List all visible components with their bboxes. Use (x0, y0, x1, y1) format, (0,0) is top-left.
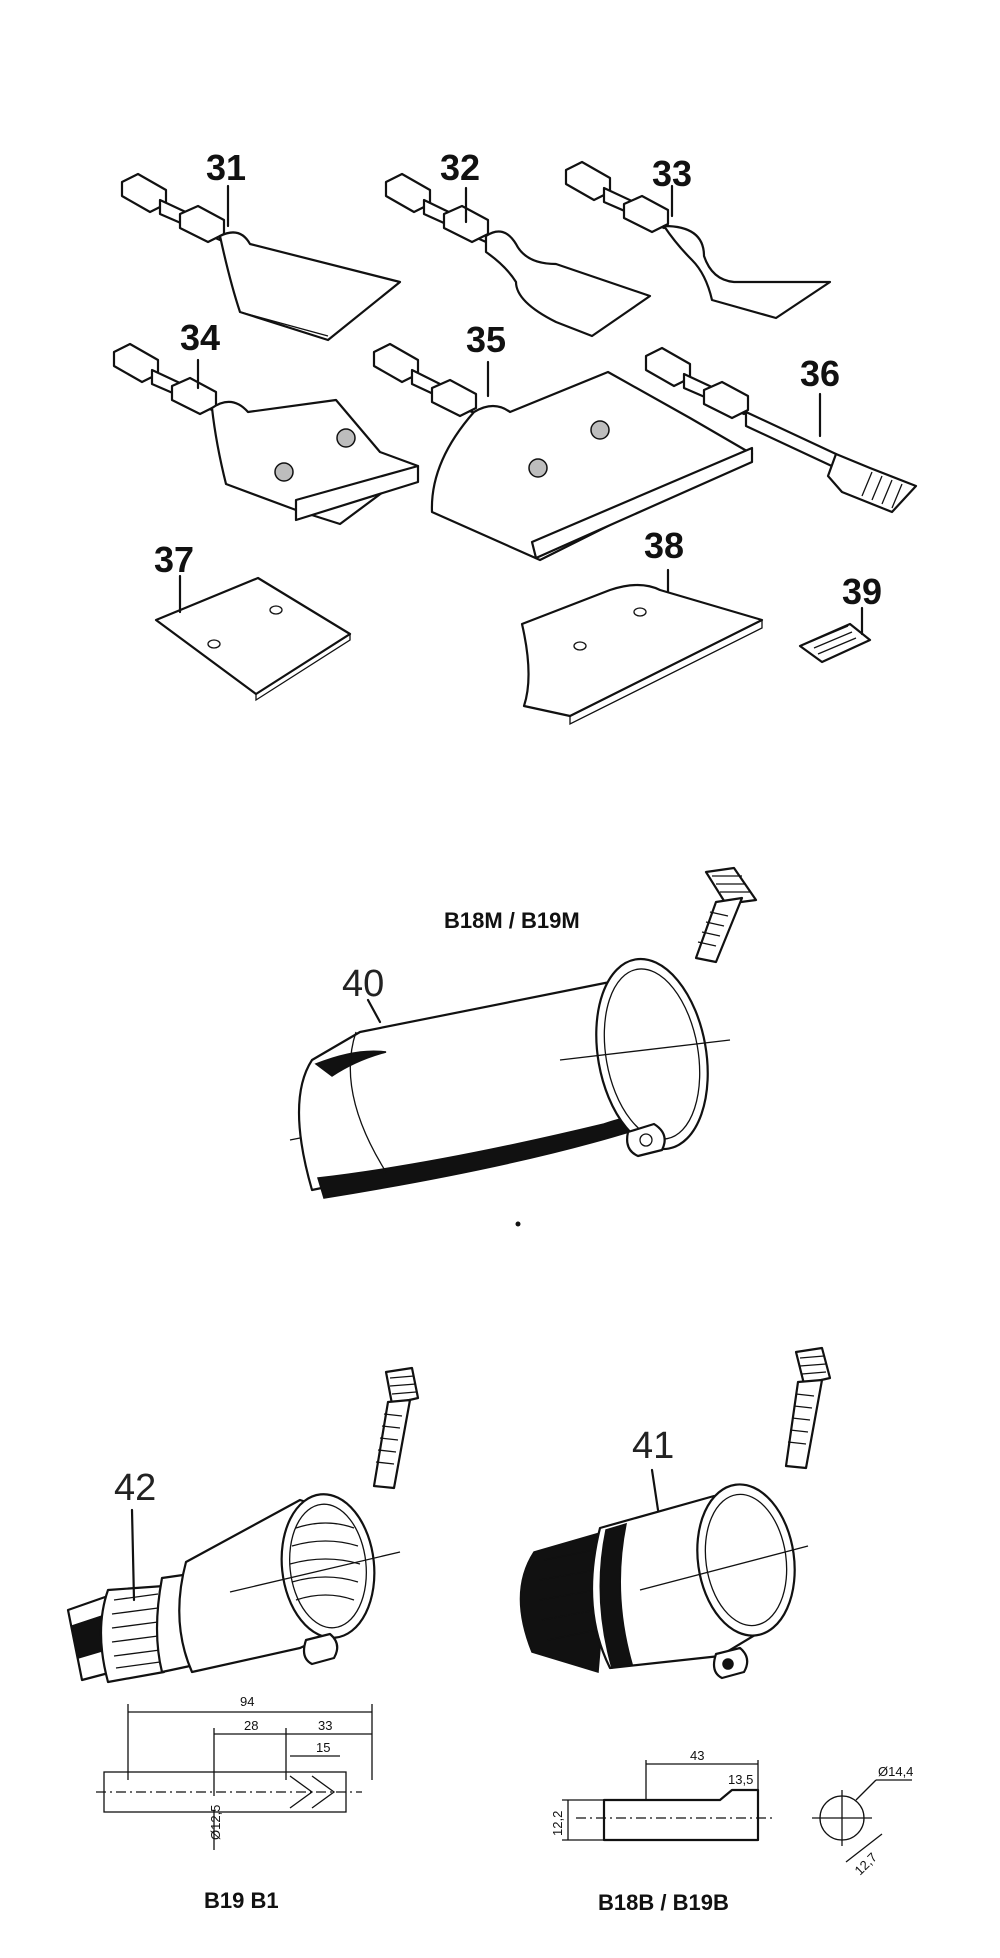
dim-122: 12,2 (550, 1811, 565, 1836)
part-number-31: 31 (206, 147, 246, 188)
sleeve-40: 40 (289, 866, 758, 1199)
drawing-b19-b1: 94 28 33 15 Ø12,5 (96, 1694, 373, 1850)
dim-15: 15 (316, 1740, 330, 1755)
scraper-35: 35 (372, 319, 754, 562)
stray-dot (515, 1221, 521, 1227)
drawing-b18b-b19b: 43 13,5 12,2 Ø14,4 12,7 (550, 1748, 913, 1878)
scraper-36: 36 (644, 346, 918, 514)
dim-33: 33 (318, 1718, 332, 1733)
part-number-38: 38 (644, 525, 684, 566)
part-number-40: 40 (342, 963, 384, 1005)
blade-39: 39 (798, 571, 882, 664)
scraper-33: 33 (564, 153, 832, 320)
model-label-right: B18B / B19B (598, 1890, 729, 1915)
adapter-42: 42 (66, 1366, 420, 1684)
model-label-left: B19 B1 (204, 1888, 279, 1913)
scraper-32: 32 (384, 147, 652, 338)
dim-28: 28 (244, 1718, 258, 1733)
dim-135: 13,5 (728, 1772, 753, 1787)
model-label-top: B18M / B19M (444, 908, 580, 933)
scraper-34: 34 (112, 317, 420, 526)
scraper-31: 31 (120, 147, 402, 342)
part-number-35: 35 (466, 319, 506, 360)
bolt-right (784, 1346, 832, 1470)
part-number-37: 37 (154, 539, 194, 580)
part-number-34: 34 (180, 317, 220, 358)
blade-37: 37 (154, 539, 352, 702)
bolt-left (372, 1366, 420, 1490)
part-number-39: 39 (842, 571, 882, 612)
part-number-42: 42 (114, 1467, 156, 1509)
dim-43: 43 (690, 1748, 704, 1763)
dim-125: Ø12,5 (208, 1805, 223, 1840)
dim-144: Ø14,4 (878, 1764, 913, 1779)
part-number-32: 32 (440, 147, 480, 188)
dim-94: 94 (240, 1694, 254, 1709)
adapter-41: 41 (519, 1346, 832, 1680)
part-number-41: 41 (632, 1425, 674, 1467)
part-number-33: 33 (652, 153, 692, 194)
bolt-top (694, 866, 758, 964)
part-number-36: 36 (800, 353, 840, 394)
blade-38: 38 (520, 525, 764, 726)
